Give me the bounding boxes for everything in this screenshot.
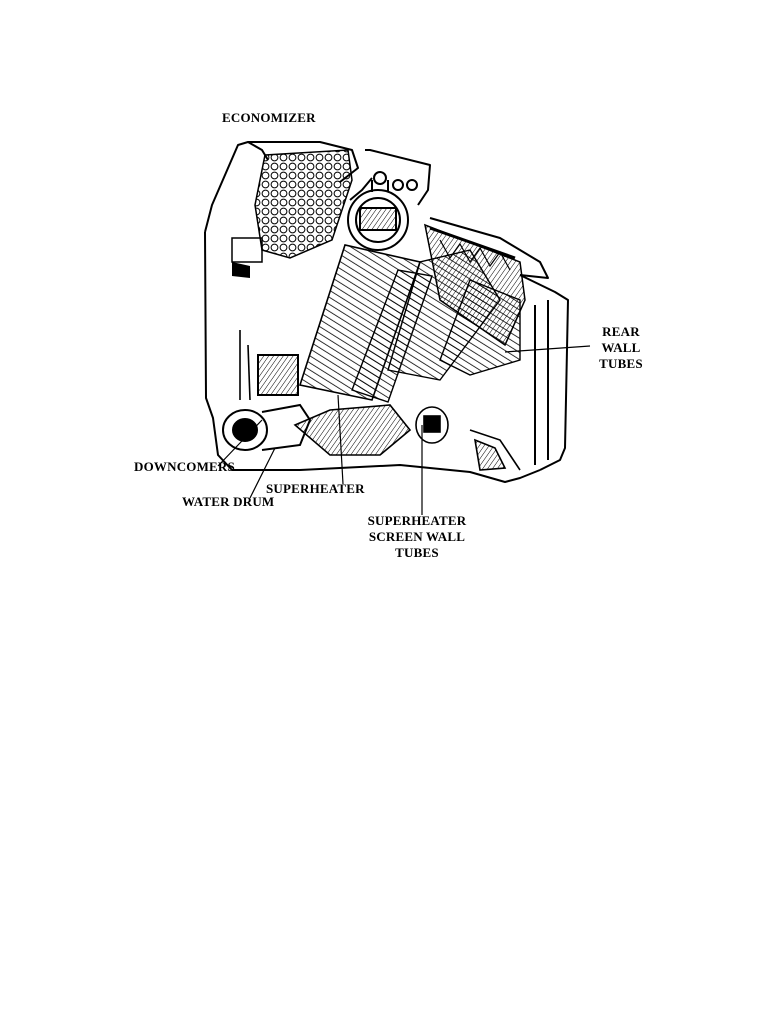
label-superheater-screen-wall-tubes-line-2: SCREEN WALL xyxy=(368,529,466,544)
leader-lines xyxy=(217,345,591,515)
downcomer-pipes xyxy=(239,330,251,401)
economizer-tube-bank xyxy=(231,149,353,278)
label-rear-wall-tubes-line-2: WALL xyxy=(601,340,641,355)
lower-drum-area xyxy=(293,404,521,471)
label-rear-wall-tubes: REAR WALL TUBES xyxy=(592,324,650,372)
water-drum xyxy=(222,354,312,451)
label-rear-wall-tubes-line-3: TUBES xyxy=(599,356,643,371)
label-rear-wall-tubes-line-1: REAR xyxy=(602,324,640,339)
steam-drum xyxy=(347,171,418,251)
rear-wall-tube-bank xyxy=(439,279,521,376)
boiler-casing xyxy=(204,141,569,483)
label-economizer: ECONOMIZER xyxy=(222,110,316,125)
leader-downcomers xyxy=(217,419,263,467)
label-superheater-screen-wall-tubes-line-3: TUBES xyxy=(395,545,439,560)
label-superheater-screen-wall-tubes-line-1: SUPERHEATER xyxy=(367,513,467,528)
label-superheater-screen-wall-tubes: SUPERHEATER SCREEN WALL TUBES xyxy=(355,513,479,561)
leader-rear-wall-tubes xyxy=(504,345,591,353)
leader-superheater xyxy=(337,394,344,485)
leader-water-drum xyxy=(249,447,276,499)
label-downcomers: DOWNCOMERS xyxy=(134,459,235,474)
label-water-drum: WATER DRUM xyxy=(182,494,275,509)
label-superheater: SUPERHEATER xyxy=(266,481,365,496)
